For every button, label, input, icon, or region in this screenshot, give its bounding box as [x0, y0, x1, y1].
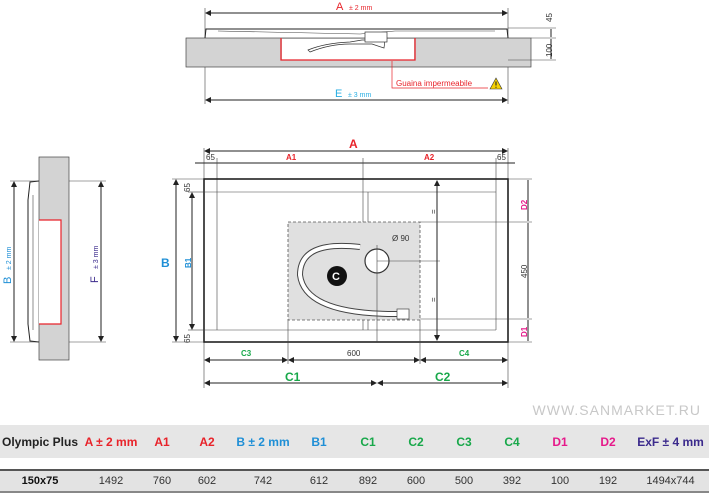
side-b-tolerance: ± 2 mm [6, 247, 13, 270]
equal-bottom: = [429, 297, 438, 302]
header-a: A ± 2 mm [84, 434, 138, 449]
header-c3: C3 [456, 434, 472, 449]
header-c2: C2 [408, 434, 424, 449]
side-view: B ± 2 mm F ± 3 mm [2, 156, 106, 361]
table-row: 150x75 1492 760 602 742 612 892 600 500 … [0, 469, 709, 493]
cell-b1: 612 [309, 475, 329, 487]
plan-margin-bottom: 65 [183, 334, 192, 343]
membrane-label: Guaina impermeabile [396, 79, 473, 88]
plan-c3-label: C3 [241, 349, 252, 358]
dim-e-label: E [335, 88, 342, 100]
section-view: A ± 2 mm 45 100 Guaina impermeabile E ± … [185, 1, 556, 104]
plan-b1-label: B1 [184, 257, 193, 268]
c-badge: C [332, 271, 340, 283]
plan-a-label: A [349, 137, 358, 151]
watermark: WWW.SANMARKET.RU [532, 402, 701, 418]
drain-zone [287, 221, 421, 321]
technical-drawing: A ± 2 mm 45 100 Guaina impermeabile E ± … [2, 1, 556, 388]
side-f-tolerance: ± 3 mm [93, 246, 100, 269]
waterproof-membrane [280, 38, 416, 61]
c-badge-icon [327, 266, 347, 286]
plan-d2-label: D2 [520, 199, 529, 210]
plan-view: A 65 A1 A2 65 Ø 90 C = = D2 450 D1 B B1 … [161, 137, 532, 388]
dim-a-tolerance: ± 2 mm [349, 5, 372, 12]
cell-a: 1492 [98, 475, 124, 487]
header-a2: A2 [199, 434, 215, 449]
cell-a1: 760 [152, 475, 172, 487]
height-base-label: 100 [545, 43, 554, 57]
warning-icon [489, 77, 503, 90]
plan-b-label: B [161, 256, 170, 270]
header-b1: B1 [311, 434, 327, 449]
cell-b: 742 [253, 475, 273, 487]
header-d1: D1 [552, 434, 568, 449]
table-header: Olympic Plus A ± 2 mm A1 A2 B ± 2 mm B1 … [0, 425, 709, 458]
cell-d1: 100 [550, 475, 570, 487]
equal-top: = [429, 209, 438, 214]
header-exf: ExF ± 4 mm [637, 434, 704, 449]
header-a1: A1 [154, 434, 170, 449]
cell-d2: 192 [598, 475, 618, 487]
plan-600-label: 600 [347, 349, 361, 358]
plan-450-label: 450 [520, 264, 529, 278]
header-model: Olympic Plus [1, 434, 79, 449]
tray-outline [203, 178, 509, 343]
cell-a2: 602 [197, 475, 217, 487]
plan-margin-left: 65 [206, 153, 215, 162]
plan-a1-label: A1 [286, 153, 297, 162]
side-b-label: B [2, 277, 14, 284]
plan-margin-right: 65 [497, 153, 506, 162]
header-b: B ± 2 mm [236, 434, 290, 449]
header-c1: C1 [360, 434, 376, 449]
plan-a2-label: A2 [424, 153, 435, 162]
plan-c1-label: C1 [285, 370, 301, 384]
plan-c2-label: C2 [435, 370, 451, 384]
cell-c4: 392 [502, 475, 522, 487]
plan-c4-label: C4 [459, 349, 470, 358]
dimensions-table: Olympic Plus A ± 2 mm A1 A2 B ± 2 mm B1 … [0, 425, 709, 493]
drain-diameter: Ø 90 [392, 234, 410, 243]
cell-c2: 600 [406, 475, 426, 487]
plan-margin-top: 65 [183, 183, 192, 192]
height-top-label: 45 [545, 13, 554, 22]
header-c4: C4 [504, 434, 520, 449]
dim-e-tolerance: ± 3 mm [348, 92, 371, 99]
cell-model: 150x75 [21, 475, 59, 487]
side-f-label: F [89, 276, 101, 283]
plan-d1-label: D1 [520, 326, 529, 337]
cell-c3: 500 [454, 475, 474, 487]
cell-exf: 1494x744 [646, 475, 695, 487]
dim-a-label: A [336, 1, 344, 13]
header-d2: D2 [600, 434, 616, 449]
cell-c1: 892 [358, 475, 378, 487]
